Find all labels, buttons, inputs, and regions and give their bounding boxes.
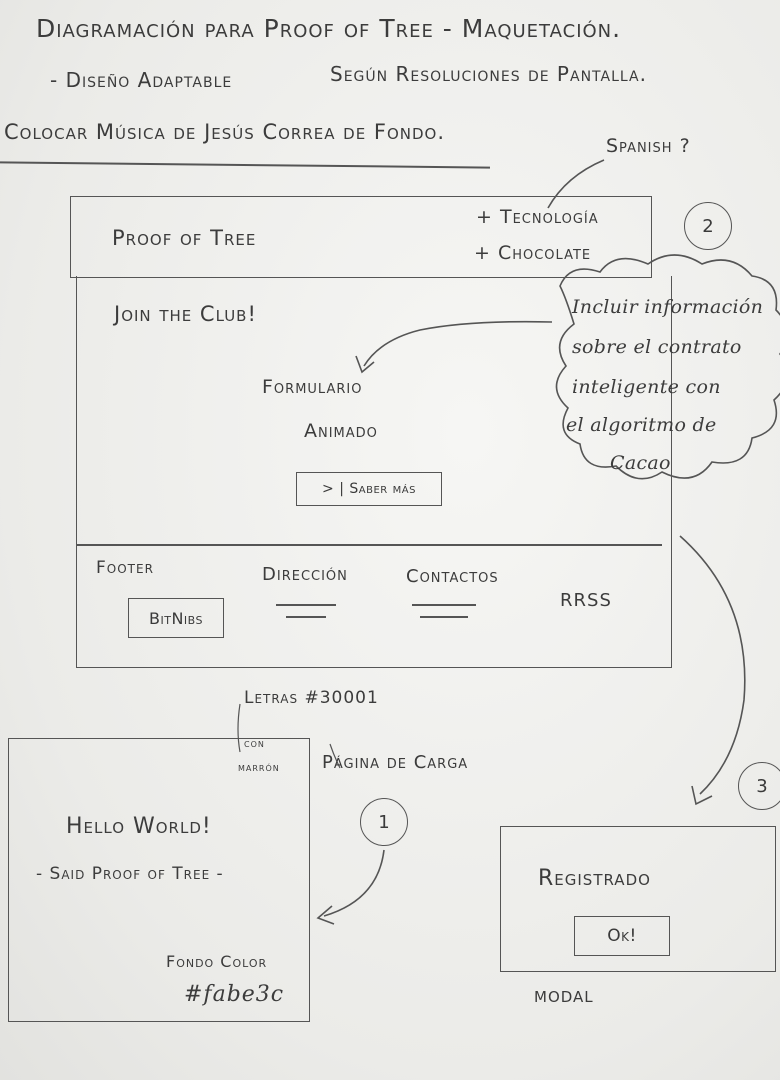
form-line1: Formulario [262, 376, 363, 398]
direccion-link[interactable]: Dirección [262, 564, 348, 585]
pagina-carga-label: Página de Carga [322, 752, 469, 773]
modal-label: MODAL [534, 988, 594, 1006]
pagina-carga-underline [329, 743, 341, 769]
cloud-line-4: el algoritmo de [566, 414, 717, 436]
letras-leader [237, 703, 241, 753]
letras-note: Letras #30001 [244, 688, 379, 708]
nav-item-tecnologia: + Tecnología [476, 206, 599, 228]
arrow-1-to-loading [323, 849, 385, 917]
direccion-line-2 [286, 616, 326, 618]
footer-logo: BitNibs [128, 598, 224, 638]
arrow-head-loading [316, 905, 335, 925]
main-header-box [70, 196, 652, 278]
badge-2: 2 [684, 202, 732, 250]
ok-button[interactable]: Ok! [574, 916, 670, 956]
contactos-line-2 [420, 616, 468, 618]
subtitle-left: - Diseño Adaptable [50, 68, 233, 92]
rrss-text: RRSS [560, 590, 612, 611]
arrow-head-form [355, 355, 375, 374]
contactos-line-1 [412, 604, 476, 606]
registrado-text: Registrado [538, 866, 651, 891]
cloud-outline [555, 254, 780, 480]
con-note: con [244, 736, 265, 750]
modal-box [500, 826, 776, 972]
main-body-box [76, 276, 672, 668]
contactos-link[interactable]: Contactos [406, 566, 499, 587]
nav-item-chocolate: + Chocolate [474, 242, 592, 264]
saber-mas-button[interactable]: > | Saber más [296, 472, 442, 506]
title-note: Diagramación para Proof of Tree - Maquet… [36, 14, 622, 43]
arrow-cloud-to-form [363, 320, 553, 367]
arrow-main-to-modal [679, 535, 746, 795]
cloud-line-3: inteligente con [572, 376, 721, 398]
fondo-hex-text: #fabe3c [184, 982, 285, 1007]
fondo-color-text: Fondo Color [166, 952, 268, 971]
footer-divider [76, 544, 662, 546]
arrow-head-modal [691, 785, 713, 806]
hello-world-text: Hello World! [66, 814, 212, 839]
loading-page-box [8, 738, 310, 1022]
logo-text: Proof of Tree [112, 226, 257, 250]
cloud-line-1: Incluir información [572, 296, 764, 318]
said-text: - Said Proof of Tree - [36, 864, 224, 884]
music-note: Colocar Música de Jesús Correa de Fondo. [4, 120, 446, 144]
spanish-note: Spanish ? [606, 135, 691, 157]
cloud-line-2: sobre el contrato [572, 336, 742, 358]
marron-note: marrón [238, 760, 280, 774]
join-text: Join the Club! [114, 302, 257, 326]
cloud-line-5: Cacao [610, 452, 671, 474]
direccion-line-1 [276, 604, 336, 606]
form-line2: Animado [304, 420, 378, 442]
subtitle-right: Según Resoluciones de Pantalla. [330, 62, 647, 86]
footer-label: Footer [96, 558, 154, 578]
arrow-spanish [547, 159, 605, 209]
badge-1: 1 [360, 798, 408, 846]
badge-3: 3 [738, 762, 780, 810]
